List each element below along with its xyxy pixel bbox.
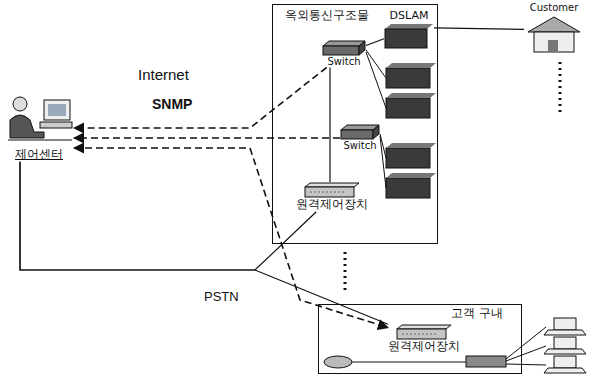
free-label: PSTN <box>204 290 239 305</box>
house-icon <box>524 14 584 54</box>
dslam-node: DSLAM <box>384 10 434 49</box>
switch-node: Switch <box>340 124 380 152</box>
free-label: Internet <box>138 66 189 83</box>
group-title: 고객 구내 <box>451 307 503 321</box>
device-label: 제어센터 <box>15 148 63 162</box>
switch-node: Switch <box>322 40 366 68</box>
customer-house: Customer <box>524 2 584 54</box>
outdoor-structure-box: 옥외통신구조물SwitchSwitchDSLAM원격제어장치 <box>272 4 438 244</box>
remote-control-device-icon <box>304 182 360 198</box>
pc-icons <box>544 318 586 373</box>
dslam-icon <box>384 23 434 49</box>
device-label: 원격제어장치 <box>388 340 460 354</box>
icon-holder <box>524 14 584 54</box>
device-label: Customer <box>530 2 579 14</box>
pc-wires <box>506 327 546 365</box>
icon-holder <box>396 324 452 340</box>
continuation-dots <box>345 62 560 292</box>
switch-icon <box>340 124 380 140</box>
lan-wire <box>352 362 466 363</box>
snmp-link <box>74 68 327 129</box>
icon-holder <box>340 124 380 140</box>
remote-control-device: 원격제어장치 <box>388 324 460 354</box>
wire-link <box>329 68 330 183</box>
device-label: DSLAM <box>390 10 429 23</box>
dslam-units <box>386 68 430 198</box>
icon-holder <box>322 40 366 56</box>
free-label: SNMP <box>152 96 192 112</box>
router-symbol <box>324 356 352 368</box>
icon-holder <box>304 182 360 198</box>
icon-holder <box>384 23 434 49</box>
control-center: 제어센터 <box>4 92 74 162</box>
remote-control-device-icon <box>396 324 452 340</box>
switch-fan-lines <box>366 50 386 188</box>
remote-control-device: 원격제어장치 <box>296 182 368 212</box>
customer-premises-box: 고객 구내원격제어장치 <box>318 304 522 374</box>
operator-icon <box>4 92 74 148</box>
switch-icon <box>322 40 366 56</box>
dslam-tops <box>386 63 436 178</box>
lan-switch <box>466 356 506 367</box>
group-title: 옥외통신구조물 <box>285 9 369 23</box>
icon-holder <box>4 92 74 148</box>
wire-link <box>366 39 384 46</box>
snmp-link <box>74 148 388 328</box>
snmp-link <box>74 137 340 139</box>
device-label: Switch <box>343 140 376 152</box>
device-label: 원격제어장치 <box>296 198 368 212</box>
device-label: Switch <box>327 56 360 68</box>
wire-link <box>434 28 524 30</box>
